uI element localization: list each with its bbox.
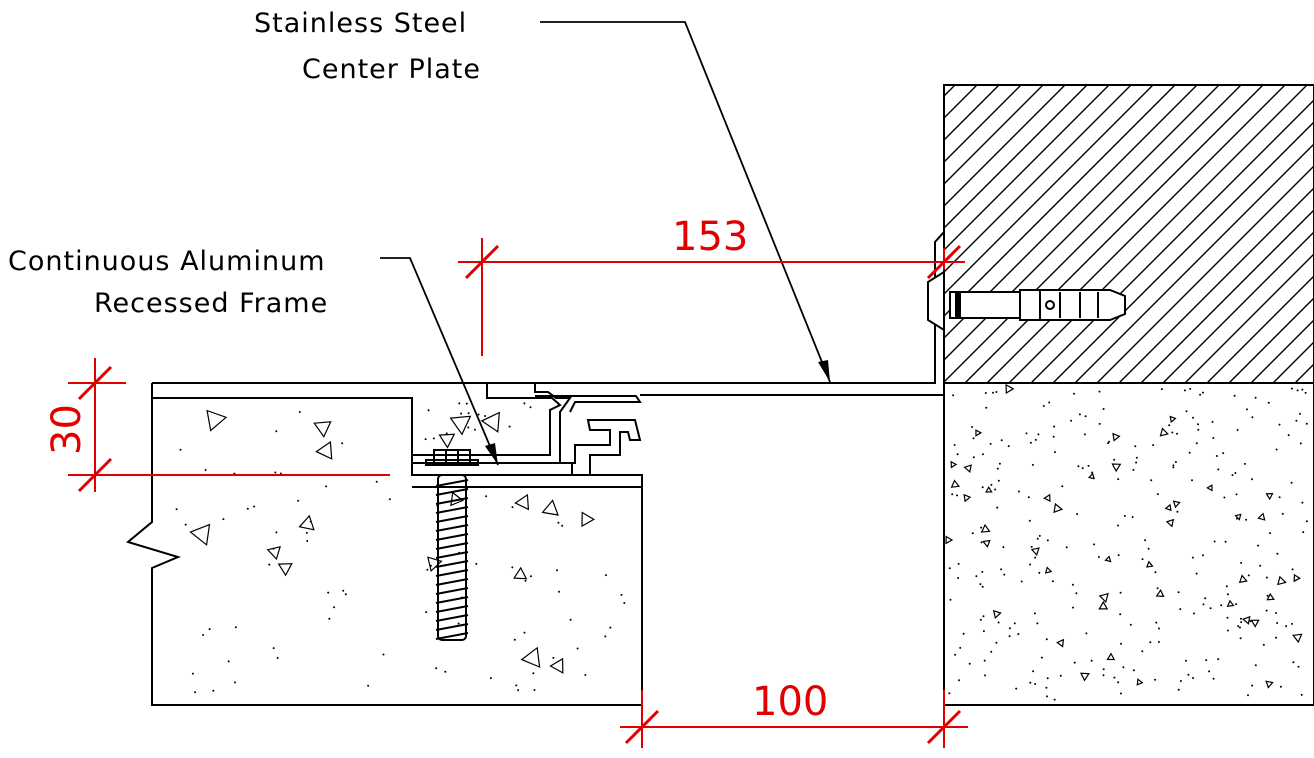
- leader-center-plate: [540, 21, 831, 383]
- leader-aluminum-frame: [380, 257, 499, 466]
- label-frame-line1: Continuous Aluminum: [8, 246, 326, 277]
- wall-hatch-pattern: [944, 85, 1314, 383]
- label-center-plate-line1: Stainless Steel: [254, 8, 467, 39]
- aluminum-recessed-frame: [411, 382, 642, 476]
- dimension-30: 30: [44, 358, 390, 493]
- label-center-plate-line2: Center Plate: [302, 54, 481, 85]
- dimension-153: 153: [458, 214, 965, 356]
- screw-fastener: [425, 449, 479, 641]
- left-concrete-aggregate: [175, 402, 626, 694]
- wall-anchor: [927, 270, 1126, 332]
- right-concrete-slab: [943, 382, 1314, 706]
- label-frame-line2: Recessed Frame: [94, 288, 328, 319]
- dimension-100-text: 100: [752, 679, 828, 725]
- right-concrete-aggregate: [945, 383, 1308, 701]
- dimension-100: 100: [620, 679, 968, 748]
- dimension-153-text: 153: [672, 214, 748, 260]
- screw-threads: [435, 479, 469, 640]
- dimension-30-text: 30: [44, 404, 90, 455]
- left-concrete-slab: [125, 382, 643, 706]
- stainless-center-plate: [535, 229, 945, 396]
- masonry-wall: [943, 84, 1314, 384]
